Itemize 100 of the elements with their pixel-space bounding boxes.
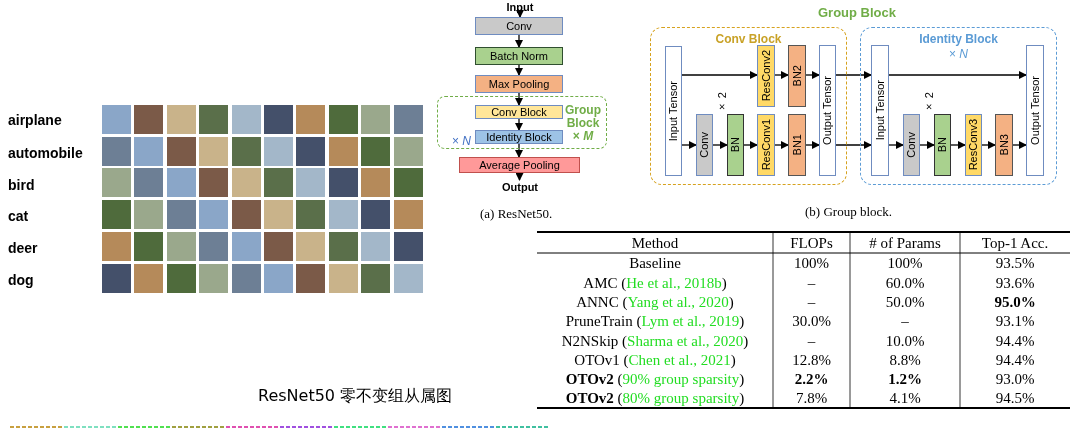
table-cell-text: 2.2% xyxy=(793,370,830,390)
table-cell-text: 10.0% xyxy=(884,331,926,351)
table-cell-text: – xyxy=(806,292,817,312)
table-cell-text: – xyxy=(806,273,817,293)
table-cell-text: 7.8% xyxy=(794,389,829,409)
tensor-box: Output Tensor xyxy=(819,45,836,176)
arrow xyxy=(515,92,523,106)
panel-title: Group Block xyxy=(818,4,896,22)
process-box: Batch Norm xyxy=(475,47,563,65)
arrow xyxy=(515,118,523,131)
column-header: Method xyxy=(630,234,680,253)
layer-box: ResConv1 xyxy=(757,114,775,176)
table-cell-text: 30.0% xyxy=(791,312,832,332)
table-cell-text: 12.8% xyxy=(791,350,832,370)
table-cell-text: 95.0% xyxy=(993,292,1037,312)
table-cell-text: 94.5% xyxy=(994,389,1036,409)
table-cell-text: 93.0% xyxy=(994,370,1036,390)
process-box: Identity Block xyxy=(475,130,563,144)
arrow xyxy=(919,141,935,149)
arrow xyxy=(681,71,758,79)
layer-box: BN2 xyxy=(788,45,806,107)
column-header: Top-1 Acc. xyxy=(980,234,1050,253)
arrow xyxy=(888,141,904,149)
table-cell-text: 94.4% xyxy=(994,350,1036,370)
arrow xyxy=(805,141,820,149)
table-cell-text: OTOv2 (80% group sparsity) xyxy=(564,389,746,409)
table-cell-text: 1.2% xyxy=(887,370,923,390)
class-label: cat xyxy=(8,207,29,226)
output-label: Output xyxy=(496,180,544,194)
arrow xyxy=(774,141,789,149)
tensor-box: Input Tensor xyxy=(871,45,889,176)
arrow xyxy=(888,71,1027,79)
process-box: Max Pooling xyxy=(475,75,563,93)
process-box: Average Pooling xyxy=(459,157,580,173)
conv-block-group xyxy=(650,27,847,185)
table-cell-text: 100% xyxy=(793,254,830,274)
group-label: Group Block × M xyxy=(564,104,602,143)
arrow xyxy=(835,71,872,79)
layer-box: ResConv2 xyxy=(757,45,775,107)
table-cell-text: 100% xyxy=(886,254,924,274)
arrow xyxy=(835,141,872,149)
arrow xyxy=(950,141,966,149)
process-box: Conv xyxy=(475,17,563,35)
table-cell-text: AMC (He et al., 2018b) xyxy=(582,273,728,293)
group-label: Conv Block xyxy=(714,31,783,48)
table-cell-text: N2NSkip (Sharma et al., 2020) xyxy=(560,331,750,351)
column-header: FLOPs xyxy=(789,234,834,253)
table-cell-text: Baseline xyxy=(628,254,682,274)
class-label: deer xyxy=(8,239,38,258)
arrow xyxy=(515,34,523,48)
identity-block-group xyxy=(860,27,1057,185)
table-cell-text: 93.6% xyxy=(994,273,1036,293)
arrow xyxy=(515,172,524,181)
table-cell-text: 94.4% xyxy=(994,331,1036,351)
arrow xyxy=(515,64,523,76)
table-cell-text: 4.1% xyxy=(888,389,922,409)
arrow xyxy=(774,71,789,79)
arrow xyxy=(805,71,820,79)
table-cell-text: 60.0% xyxy=(884,273,926,293)
layer-box: BN xyxy=(934,114,951,176)
arrow xyxy=(1012,141,1027,149)
table-cell-text: OTOv2 (90% group sparsity) xyxy=(564,370,746,390)
class-label: automobile xyxy=(8,144,83,163)
arrow xyxy=(515,143,523,158)
table-cell-text: 93.5% xyxy=(994,254,1036,274)
layer-box: Conv xyxy=(696,114,713,176)
class-label: dog xyxy=(8,271,34,290)
table-cell-text: 50.0% xyxy=(884,292,926,312)
group-label: × N xyxy=(948,46,969,63)
layer-box: BN xyxy=(727,114,744,176)
column-header: # of Params xyxy=(868,234,942,253)
table-cell-text: OTOv1 (Chen et al., 2021) xyxy=(573,350,737,370)
group-box xyxy=(437,96,607,149)
arrow xyxy=(712,141,728,149)
group-label: Identity Block xyxy=(918,31,999,48)
table-cell-text: ANNC (Yang et al., 2020) xyxy=(575,292,735,312)
tensor-box: Output Tensor xyxy=(1026,45,1044,176)
layer-box: BN3 xyxy=(995,114,1013,176)
repeat-label: × 2 xyxy=(922,92,936,114)
tensor-box: Input Tensor xyxy=(665,46,682,176)
table-cell-text: 8.8% xyxy=(888,350,922,370)
class-label: bird xyxy=(8,176,35,195)
layer-box: Conv xyxy=(903,114,920,176)
class-label: airplane xyxy=(8,111,62,130)
arrow xyxy=(981,141,996,149)
figure-caption: (a) ResNet50. xyxy=(480,205,553,223)
figure-caption: (b) Group block. xyxy=(805,203,892,221)
table-cell-text: – xyxy=(806,331,817,351)
arrow xyxy=(681,141,697,149)
table-cell-text: 93.1% xyxy=(994,312,1036,332)
arrow xyxy=(516,10,524,18)
table-cell-text: PruneTrain (Lym et al., 2019) xyxy=(564,312,746,332)
layer-box: BN1 xyxy=(788,114,806,176)
arrow xyxy=(743,141,758,149)
repeat-label: × 2 xyxy=(715,92,729,114)
layer-box: ResConv3 xyxy=(965,114,982,176)
group-label: × N xyxy=(452,133,471,150)
table-cell-text: – xyxy=(900,312,910,332)
caption-text: ResNet50 零不变组从属图 xyxy=(258,385,453,407)
process-box: Conv Block xyxy=(475,105,563,119)
